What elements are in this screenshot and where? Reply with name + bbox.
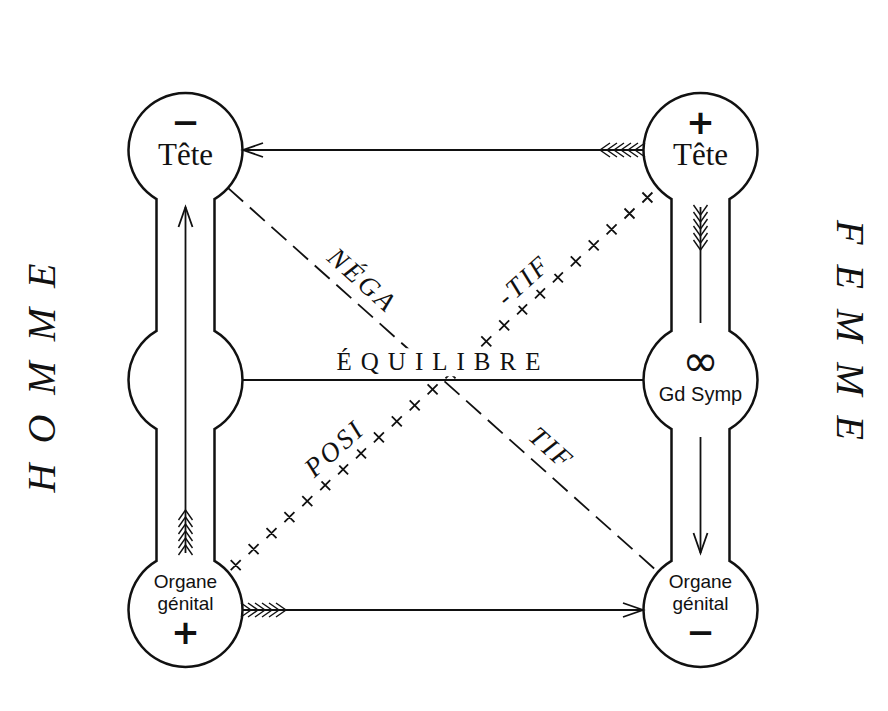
arrowhead (694, 533, 708, 553)
polarity-sign: − (686, 615, 715, 649)
figure-title: FEMME (830, 200, 870, 460)
connector-line (243, 379, 643, 381)
connector (694, 205, 708, 323)
line-label: TIF (519, 419, 582, 479)
bulb-label: Tête (673, 139, 728, 172)
arrowhead (243, 143, 263, 157)
bulb-label: Tête (158, 139, 213, 172)
body-figure: FEMME+Tête∞Gd SympOrgane génital− (643, 93, 758, 667)
connector (179, 207, 193, 555)
cross-line (231, 193, 653, 571)
connector (243, 380, 643, 381)
sympathetic-bulb: ∞Gd Symp (643, 323, 758, 437)
edge-label: POSI (296, 412, 374, 486)
arrowhead (179, 207, 193, 227)
connector-line (700, 437, 702, 553)
polarity-sign: − (171, 105, 200, 139)
bulb-label: Gd Symp (659, 383, 742, 406)
connector (694, 437, 708, 553)
arrow-feather (600, 143, 645, 157)
arrow-feather (694, 205, 708, 250)
genital-bulb: Organe génital− (643, 553, 758, 667)
polarity-sign: + (171, 615, 200, 649)
line-label: -TIF (488, 246, 560, 314)
connector-line (243, 609, 643, 611)
arrow-feather (241, 603, 286, 617)
body-outline-path (129, 93, 243, 667)
bulb-label: Organe génital (143, 571, 229, 615)
body-outline-path (644, 93, 758, 667)
connector (243, 143, 645, 157)
head-bulb: −Tête (128, 93, 243, 207)
connector (228, 188, 658, 572)
connector-line (243, 149, 643, 151)
edge-label: ÉQUILIBRE (333, 348, 554, 376)
bulb-label: Organe génital (658, 571, 744, 615)
connector (231, 193, 653, 571)
figure-title: HOMME (22, 244, 62, 513)
body-figure: HOMME−TêteOrgane génital+ (128, 93, 243, 667)
genital-bulb: Organe génital+ (128, 553, 243, 667)
polarity-sign: + (686, 105, 715, 139)
connector-line (185, 207, 187, 553)
bulb-label: ∞ (682, 339, 719, 383)
edge-label: NÉGA (318, 239, 405, 321)
connector (241, 603, 643, 617)
connector-line (700, 207, 702, 323)
arrow-feather (179, 510, 193, 555)
head-bulb: +Tête (643, 93, 758, 207)
arrowhead (623, 603, 643, 617)
dashed-line (228, 188, 658, 572)
